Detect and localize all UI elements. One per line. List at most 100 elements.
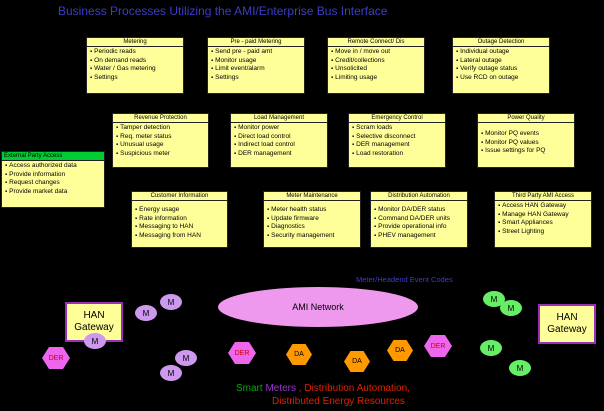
box-prepaid-metering: Pre - paid Metering Send pre - paid amt … (207, 37, 305, 94)
box-item: Scram loads (352, 124, 445, 133)
box-item: Settings (211, 74, 304, 83)
box-item: On demand reads (90, 57, 183, 66)
box-item: Selective disconnect (352, 133, 445, 142)
han-gateway-label: HAN Gateway (74, 310, 114, 333)
meter-icon: M (483, 291, 505, 307)
box-item: Meter health status (267, 206, 360, 215)
box-item: Monitor power (234, 124, 327, 133)
box-item: Move in / move out (331, 48, 424, 57)
legend-meters: Meters (265, 383, 297, 394)
da-icon: DA (387, 340, 413, 361)
box-item: Tamper detection (116, 124, 208, 133)
box-header: Distribution Automation (371, 192, 467, 201)
box-header: Meter Maintenance (264, 192, 360, 201)
box-item: Direct load control (234, 133, 327, 142)
der-icon: DER (424, 335, 452, 357)
box-load-management: Load Management Monitor power Direct loa… (230, 113, 328, 168)
box-header: Remote Connect/ Dis (328, 38, 424, 47)
box-item: Messaging to HAN (135, 223, 227, 232)
box-revenue-protection: Revenue Protection Tamper detection Req.… (112, 113, 209, 168)
meter-icon: M (509, 360, 531, 376)
box-item: Energy usage (135, 206, 227, 215)
box-item: Diagnostics (267, 223, 360, 232)
box-item: Send pre - paid amt (211, 48, 304, 57)
meter-icon: M (500, 300, 522, 316)
box-customer-information: Customer Information Energy usage Rate i… (131, 191, 228, 248)
meter-icon: M (480, 340, 502, 356)
diagram-title: Business Processes Utilizing the AMI/Ent… (58, 4, 388, 18)
box-item: Access HAN Gateway (498, 202, 591, 211)
box-header: External Party Access (2, 152, 104, 161)
box-item: Limiting usage (331, 74, 424, 83)
der-icon: DER (42, 347, 70, 369)
box-item: Command DA/DER units (374, 215, 467, 224)
box-metering: Metering Periodic reads On demand reads … (86, 37, 184, 94)
der-icon: DER (228, 342, 256, 364)
box-item: Credit/collections (331, 57, 424, 66)
da-icon: DA (286, 344, 312, 365)
box-item: PHEV management (374, 232, 467, 241)
meter-icon: M (175, 350, 197, 366)
box-item: Verify outage status (456, 65, 549, 74)
box-item: Provide information (5, 171, 104, 180)
box-item: Req. meter status (116, 133, 208, 142)
box-item: Smart Appliances (498, 219, 591, 228)
box-item: DER management (352, 141, 445, 150)
box-item: DER management (234, 150, 327, 159)
box-header: Power Quality (478, 114, 574, 123)
event-codes-label: Meter/Headend Event Codes (356, 275, 453, 284)
han-gateway-right: HAN Gateway (538, 304, 596, 344)
box-header: Revenue Protection (113, 114, 208, 123)
box-distribution-automation: Distribution Automation Monitor DA/DER s… (370, 191, 468, 248)
box-outage-detection: Outage Detection Individual outage Later… (452, 37, 550, 94)
box-item: Monitor usage (211, 57, 304, 66)
box-item: Lateral outage (456, 57, 549, 66)
ami-network-label: AMI Network (292, 302, 344, 312)
box-item: Issue settings for PQ (481, 147, 574, 156)
legend-line-2: Distributed Energy Resources (272, 396, 405, 407)
da-icon: DA (344, 351, 370, 372)
box-header: Third Party AMI Access (495, 192, 591, 201)
box-item: Monitor PQ events (481, 130, 574, 139)
box-item: Provide operational info (374, 223, 467, 232)
meter-icon: M (84, 333, 106, 349)
box-header: Outage Detection (453, 38, 549, 47)
ami-network-ellipse: AMI Network (218, 287, 418, 327)
box-item: Request changes (5, 179, 104, 188)
box-item: Security management (267, 232, 360, 241)
han-gateway-label: HAN Gateway (547, 312, 587, 335)
box-item: Provide market data (5, 188, 104, 197)
meter-icon: M (135, 305, 157, 321)
box-item: Water / Gas metering (90, 65, 183, 74)
box-item: Manage HAN Gateway (498, 211, 591, 220)
box-remote-connect: Remote Connect/ Dis Move in / move out C… (327, 37, 425, 94)
box-item: Update firmware (267, 215, 360, 224)
box-header: Pre - paid Metering (208, 38, 304, 47)
box-item: Limit event/alarm (211, 65, 304, 74)
box-item: Messaging from HAN (135, 232, 227, 241)
box-item: Settings (90, 74, 183, 83)
box-header: Load Management (231, 114, 327, 123)
box-item: Use RCD on outage (456, 74, 549, 83)
box-third-party-ami-access: Third Party AMI Access Access HAN Gatewa… (494, 191, 592, 248)
box-item: Rate information (135, 215, 227, 224)
box-external-party-access: External Party Access Access authorized … (1, 151, 105, 208)
legend-smart: Smart (236, 383, 266, 394)
box-item: Access authorized data (5, 162, 104, 171)
box-item: Unusual usage (116, 141, 208, 150)
box-header: Metering (87, 38, 183, 47)
box-item: Load restoration (352, 150, 445, 159)
box-item: Monitor DA/DER status (374, 206, 467, 215)
legend-line-1: Smart Meters , Distribution Automation, (236, 383, 410, 394)
meter-icon: M (160, 365, 182, 381)
box-item: Monitor PQ values (481, 139, 574, 148)
box-item: Individual outage (456, 48, 549, 57)
box-item: Street Lighting (498, 228, 591, 237)
box-item: Unsolicited (331, 65, 424, 74)
box-meter-maintenance: Meter Maintenance Meter health status Up… (263, 191, 361, 248)
box-item: Indirect load control (234, 141, 327, 150)
box-item: Periodic reads (90, 48, 183, 57)
box-emergency-control: Emergency Control Scram loads Selective … (348, 113, 446, 168)
meter-icon: M (160, 294, 182, 310)
legend-da: , Distribution Automation, (296, 383, 410, 394)
